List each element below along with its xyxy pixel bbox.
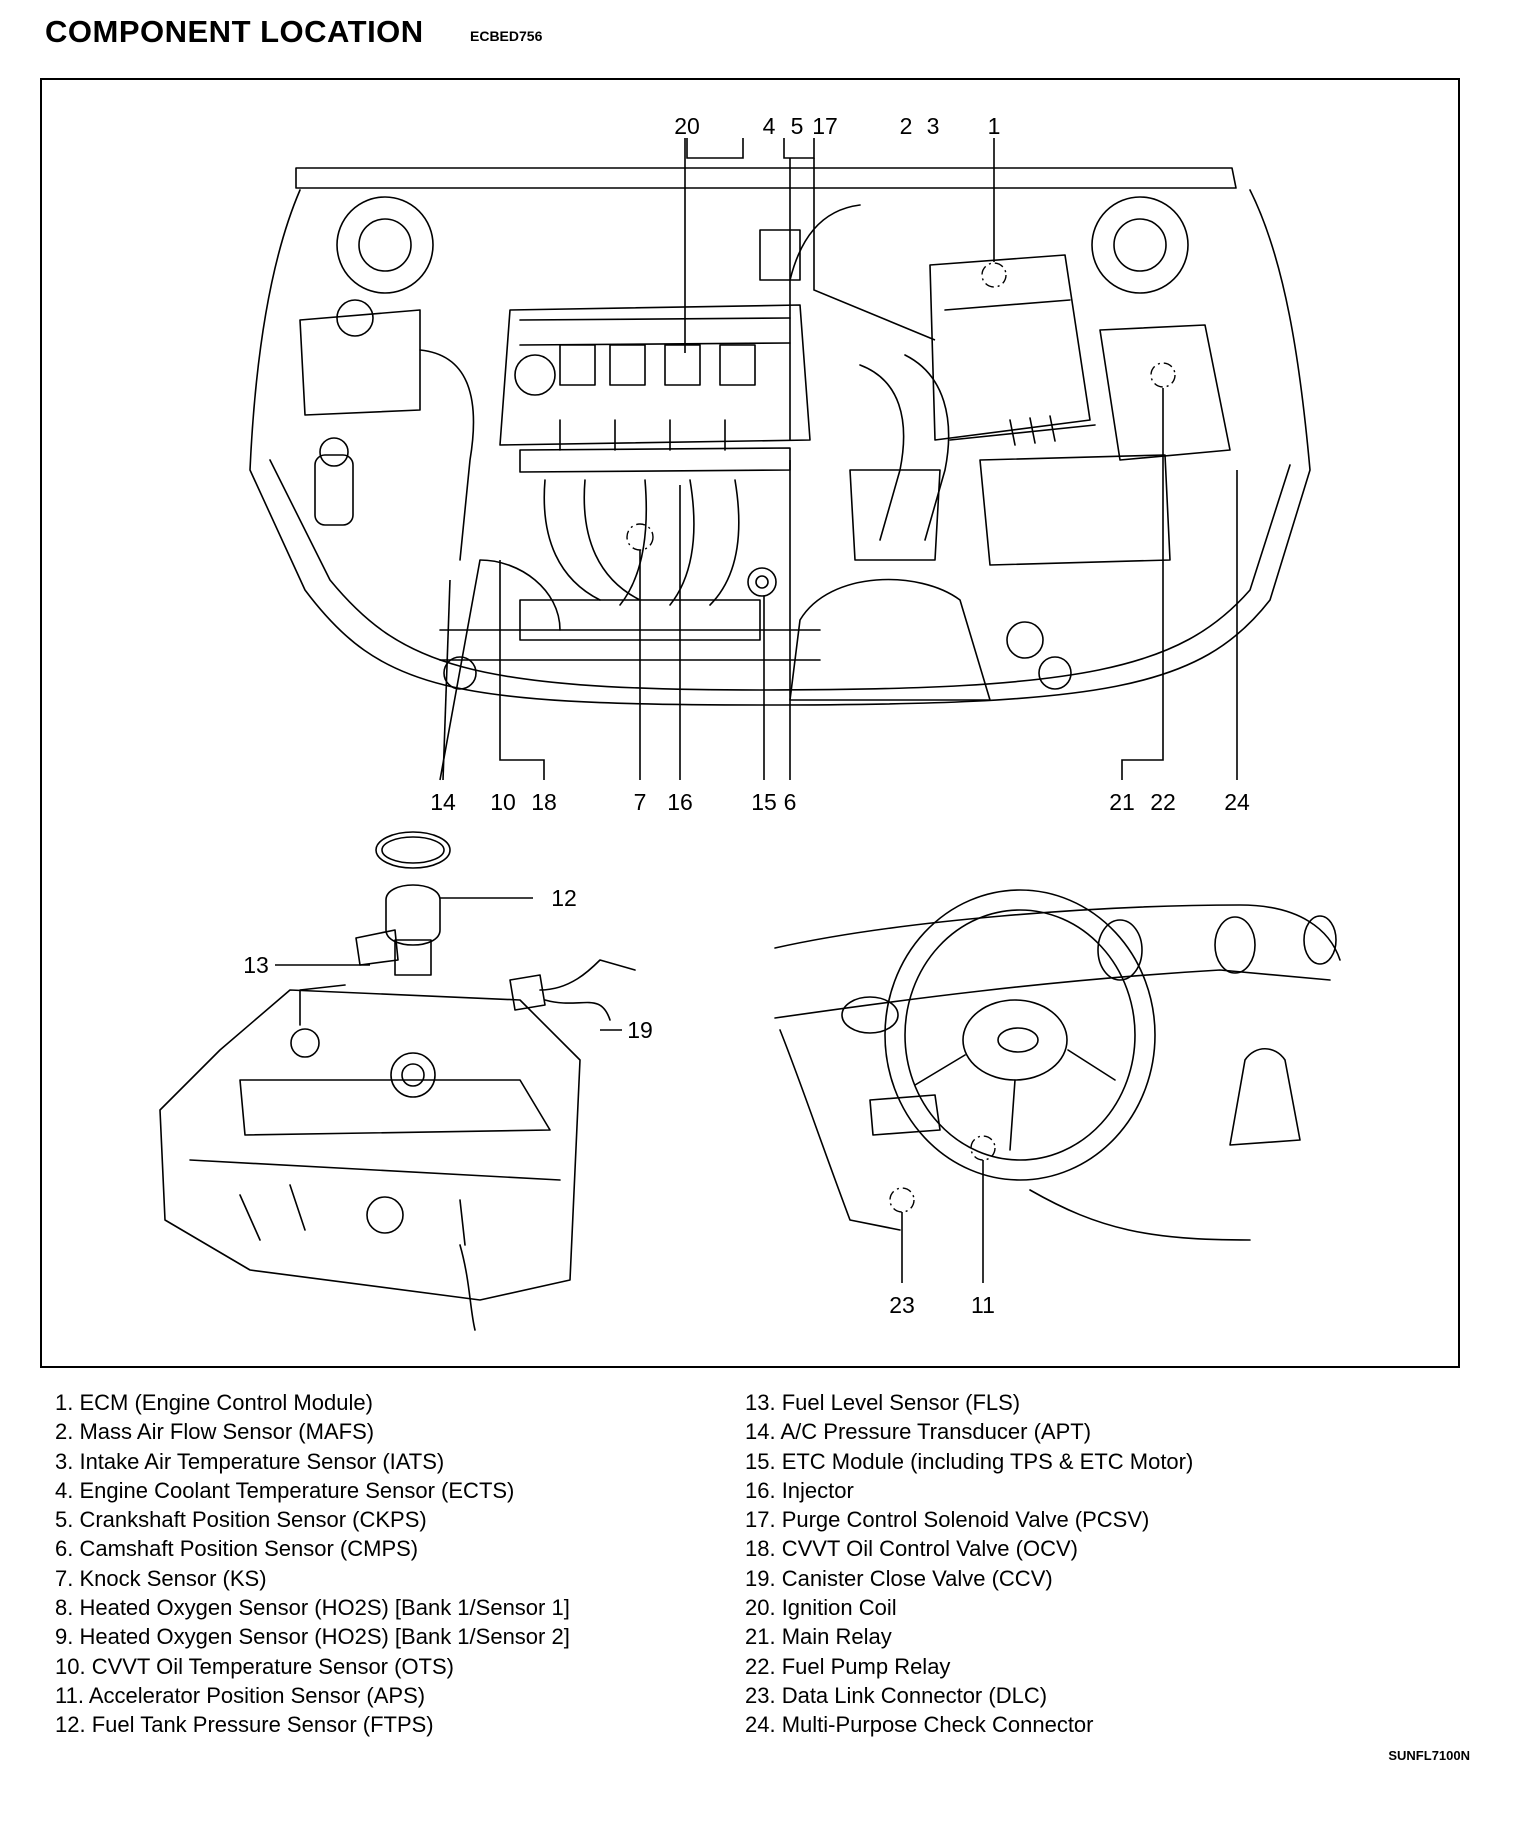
legend-item: 20. Ignition Coil [745,1595,897,1621]
legend-item: 1. ECM (Engine Control Module) [55,1390,373,1415]
callout-14: 14 [430,789,456,815]
figure-reference-code: SUNFL7100N [1388,1748,1470,1763]
callout-3: 3 [927,113,940,139]
dashboard-leaders [901,1160,984,1283]
legend-item: 22. Fuel Pump Relay [745,1653,951,1679]
callout-labels: 20 4 5 17 2 3 1 14 10 18 7 16 15 6 21 22… [243,113,1250,1318]
legend-item: 7. Knock Sensor (KS) [55,1565,267,1591]
legend-item: 11. Accelerator Position Sensor (APS) [55,1682,426,1708]
callout-4: 4 [763,113,776,139]
legend-item: 13. Fuel Level Sensor (FLS) [745,1390,1021,1415]
legend-item: 21. Main Relay [745,1624,892,1650]
callout-17: 17 [812,113,838,139]
callout-16: 16 [667,789,693,815]
component-location-figure: 20 4 5 17 2 3 1 14 10 18 7 16 15 6 21 22… [159,113,1341,1331]
legend-left-column: 1. ECM (Engine Control Module) 2. Mass A… [55,1388,570,1740]
callout-23: 23 [889,1292,915,1318]
legend-item: 19. Canister Close Valve (CCV) [745,1565,1053,1591]
legend-item: 23. Data Link Connector (DLC) [745,1682,1048,1708]
engine-bay-leaders [439,138,1238,781]
callout-12: 12 [551,885,577,911]
callout-5: 5 [791,113,804,139]
legend-item: 6. Camshaft Position Sensor (CMPS) [55,1536,419,1562]
legend-item: 3. Intake Air Temperature Sensor (IATS) [55,1448,445,1474]
fuel-tank-leaders [275,897,622,1031]
callout-6: 6 [784,789,797,815]
dashboard-illustration [774,889,1341,1241]
callout-19: 19 [627,1017,653,1043]
callout-22: 22 [1150,789,1176,815]
callout-13: 13 [243,952,269,978]
page-title: COMPONENT LOCATION [45,14,424,49]
legend-item: 18. CVVT Oil Control Valve (OCV) [745,1536,1078,1562]
callout-18: 18 [531,789,557,815]
callout-15: 15 [751,789,777,815]
legend-item: 5. Crankshaft Position Sensor (CKPS) [55,1507,427,1533]
legend-item: 2. Mass Air Flow Sensor (MAFS) [55,1419,375,1445]
legend-item: 8. Heated Oxygen Sensor (HO2S) [Bank 1/S… [55,1595,570,1621]
legend-item: 12. Fuel Tank Pressure Sensor (FTPS) [55,1712,434,1738]
legend-item: 15. ETC Module (including TPS & ETC Moto… [745,1448,1194,1474]
callout-24: 24 [1224,789,1250,815]
legend-item: 17. Purge Control Solenoid Valve (PCSV) [745,1507,1150,1533]
legend-item: 10. CVVT Oil Temperature Sensor (OTS) [55,1653,454,1679]
legend-item: 9. Heated Oxygen Sensor (HO2S) [Bank 1/S… [55,1624,570,1650]
legend-item: 4. Engine Coolant Temperature Sensor (EC… [55,1477,515,1503]
callout-20: 20 [674,113,700,139]
legend-item: 14. A/C Pressure Transducer (APT) [745,1419,1092,1445]
callout-2: 2 [900,113,913,139]
callout-11: 11 [971,1292,995,1318]
legend-item: 24. Multi-Purpose Check Connector [745,1712,1094,1738]
legend-item: 16. Injector [745,1477,854,1503]
diagram-frame [40,78,1460,1368]
fuel-tank-illustration [159,831,636,1331]
callout-7: 7 [634,789,647,815]
callout-1: 1 [988,113,1001,139]
engine-bay-illustration [249,167,1311,706]
callout-21: 21 [1109,789,1135,815]
document-code: ECBED756 [470,28,543,44]
legend-right-column: 13. Fuel Level Sensor (FLS) 14. A/C Pres… [745,1388,1193,1740]
callout-10: 10 [490,789,516,815]
